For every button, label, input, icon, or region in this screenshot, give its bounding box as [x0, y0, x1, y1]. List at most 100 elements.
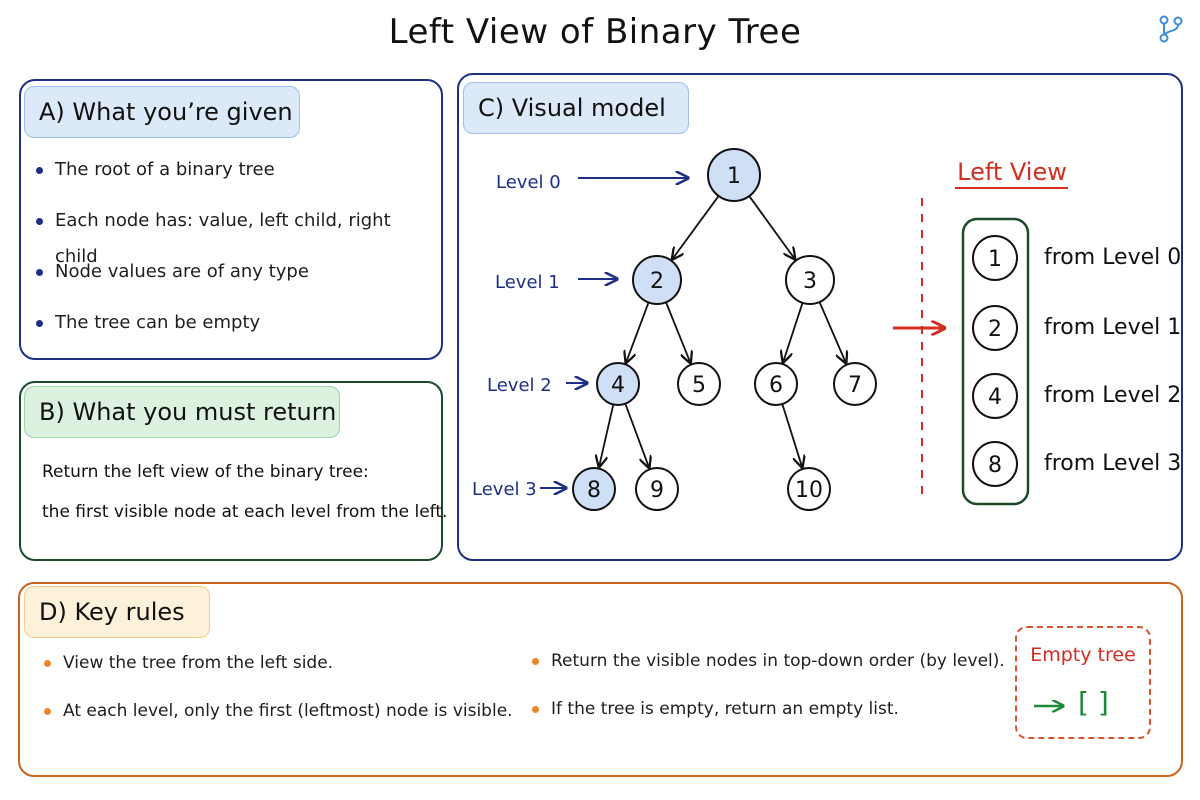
tree-node: 5	[677, 362, 721, 406]
node-circle	[972, 373, 1018, 419]
list-item-text: At each level, only the first (leftmost)…	[63, 701, 513, 721]
node-label: 5	[692, 373, 706, 398]
rules-list-left: View the tree from the left side. At eac…	[42, 648, 513, 744]
list-item: Each node has: value, left child, right …	[34, 203, 434, 267]
visual-model-panel	[457, 73, 1183, 561]
node-label: 7	[848, 373, 862, 398]
tree-edge	[781, 403, 802, 467]
node-circle	[635, 467, 679, 511]
node-label: 1	[988, 247, 1002, 272]
bullet-icon	[44, 708, 51, 715]
node-label: 6	[769, 373, 783, 398]
node-circle	[972, 305, 1018, 351]
level-labels: Level 0 Level 1 Level 2 Level 3	[472, 172, 688, 500]
visual-model-heading: C) Visual model	[463, 82, 689, 134]
source-level-label: from Level 0	[1044, 245, 1181, 270]
node-circle	[972, 235, 1018, 281]
list-item-text: Node values are of any type	[55, 261, 309, 282]
tree-edge	[748, 195, 795, 259]
list-item: Return the visible nodes in top-down ord…	[530, 646, 1005, 694]
list-item-text: View the tree from the left side.	[63, 653, 334, 673]
node-circle	[596, 362, 640, 406]
node-circle	[632, 255, 682, 305]
tree-node: 4	[596, 362, 640, 406]
node-label: 9	[650, 478, 664, 503]
list-item-text: If the tree is empty, return an empty li…	[551, 699, 899, 719]
empty-list-value: [ ]	[1078, 686, 1109, 719]
source-level-label: from Level 2	[1044, 383, 1181, 408]
key-rules-panel	[18, 582, 1183, 777]
given-panel	[19, 79, 443, 360]
list-item: The tree can be empty	[34, 305, 434, 356]
tree-edges	[599, 195, 846, 468]
branch-icon	[1159, 15, 1183, 43]
tree-node: 1	[707, 148, 761, 202]
tree-node: 6	[754, 362, 798, 406]
return-text-line-1: Return the left view of the binary tree:	[42, 462, 369, 482]
left-view-container	[961, 217, 1030, 506]
source-level-label: from Level 1	[1044, 315, 1181, 340]
tree-edge	[665, 301, 690, 362]
key-rules-heading: D) Key rules	[24, 586, 210, 638]
node-label: 8	[587, 478, 601, 503]
list-item-text: The tree can be empty	[55, 312, 261, 333]
list-item: View the tree from the left side.	[42, 648, 512, 696]
given-list: The root of a binary tree Each node has:…	[34, 152, 434, 356]
list-item: If the tree is empty, return an empty li…	[530, 694, 1000, 742]
tree-edge	[599, 404, 615, 466]
node-circle	[572, 467, 616, 511]
node-circle	[754, 362, 798, 406]
level-label: Level 2	[487, 375, 552, 396]
bullet-icon	[44, 660, 51, 667]
source-level-label: from Level 3	[1044, 451, 1181, 476]
tree-node: 8	[572, 467, 616, 511]
tree-edge	[783, 302, 804, 362]
left-view-item: 8 from Level 3	[972, 441, 1181, 487]
list-item-text: The root of a binary tree	[55, 159, 275, 180]
given-heading: A) What you’re given	[24, 86, 300, 138]
tree-edge	[624, 403, 649, 468]
level-label: Level 1	[495, 272, 560, 293]
level-label: Level 3	[472, 479, 537, 500]
return-text-line-2: the first visible node at each level fro…	[42, 502, 448, 522]
bullet-icon	[36, 167, 43, 174]
level-label: Level 0	[496, 172, 561, 193]
node-circle	[707, 148, 761, 202]
empty-tree-title: Empty tree	[1030, 644, 1136, 666]
tree-node: 10	[787, 467, 831, 511]
bullet-icon	[36, 218, 43, 225]
bullet-icon	[532, 658, 539, 665]
list-item: The root of a binary tree	[34, 152, 434, 203]
tree-nodes: 1 2 3 4 5 6 7 8 9 10	[572, 148, 877, 511]
node-circle	[785, 255, 835, 305]
node-label: 3	[803, 269, 817, 294]
tree-node: 2	[632, 255, 682, 305]
left-view-item: 1 from Level 0	[972, 235, 1181, 281]
tree-node: 7	[833, 362, 877, 406]
node-circle	[787, 467, 831, 511]
node-label: 8	[988, 453, 1002, 478]
bullet-icon	[36, 269, 43, 276]
node-circle	[833, 362, 877, 406]
tree-node: 9	[635, 467, 679, 511]
tree-edge	[626, 302, 650, 362]
list-item: At each level, only the first (leftmost)…	[42, 696, 513, 744]
list-item: Node values are of any type	[34, 254, 434, 305]
page-title: Left View of Binary Tree	[388, 12, 802, 52]
node-circle	[677, 362, 721, 406]
tree-edge	[672, 195, 720, 259]
node-label: 2	[650, 269, 664, 294]
tree-edge	[818, 301, 846, 363]
return-panel	[19, 381, 443, 561]
tree-node: 3	[785, 255, 835, 305]
node-circle	[972, 441, 1018, 487]
node-label: 10	[795, 478, 823, 503]
bullet-icon	[36, 320, 43, 327]
rules-list-right: Return the visible nodes in top-down ord…	[530, 646, 1005, 742]
list-item-text: Each node has: value, left child, right …	[55, 210, 391, 267]
node-label: 4	[611, 373, 625, 398]
